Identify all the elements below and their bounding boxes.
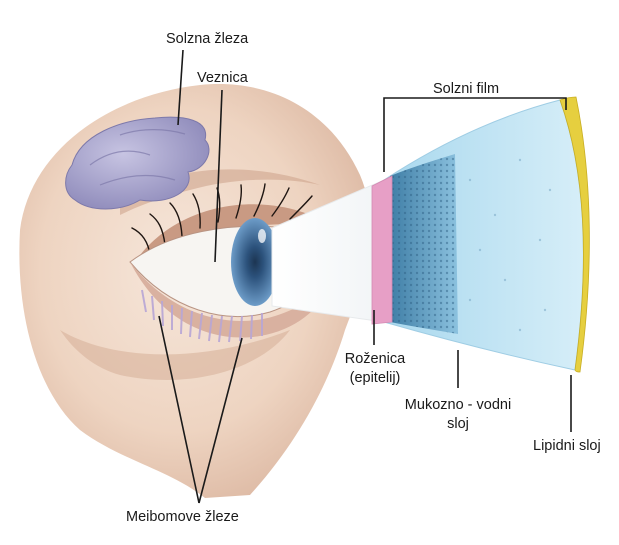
conjunctiva-label: Veznica (197, 69, 248, 88)
meibomian-glands-label: Meibomove žleze (126, 508, 239, 527)
cornea-layer (372, 176, 392, 324)
epithelium-texture (390, 154, 458, 334)
iris-highlight (258, 229, 266, 243)
mucoaqueous-label-line2: sloj (389, 415, 527, 434)
cornea-label-line1: Roženica (338, 350, 412, 369)
tear-film-label: Solzni film (433, 80, 499, 99)
cornea-label-line2: (epitelij) (338, 369, 412, 388)
mucoaqueous-label-line1: Mukozno - vodni (389, 396, 527, 415)
lacrimal-gland-label: Solzna žleza (166, 30, 248, 49)
lipid-layer-label: Lipidni sloj (533, 437, 601, 456)
